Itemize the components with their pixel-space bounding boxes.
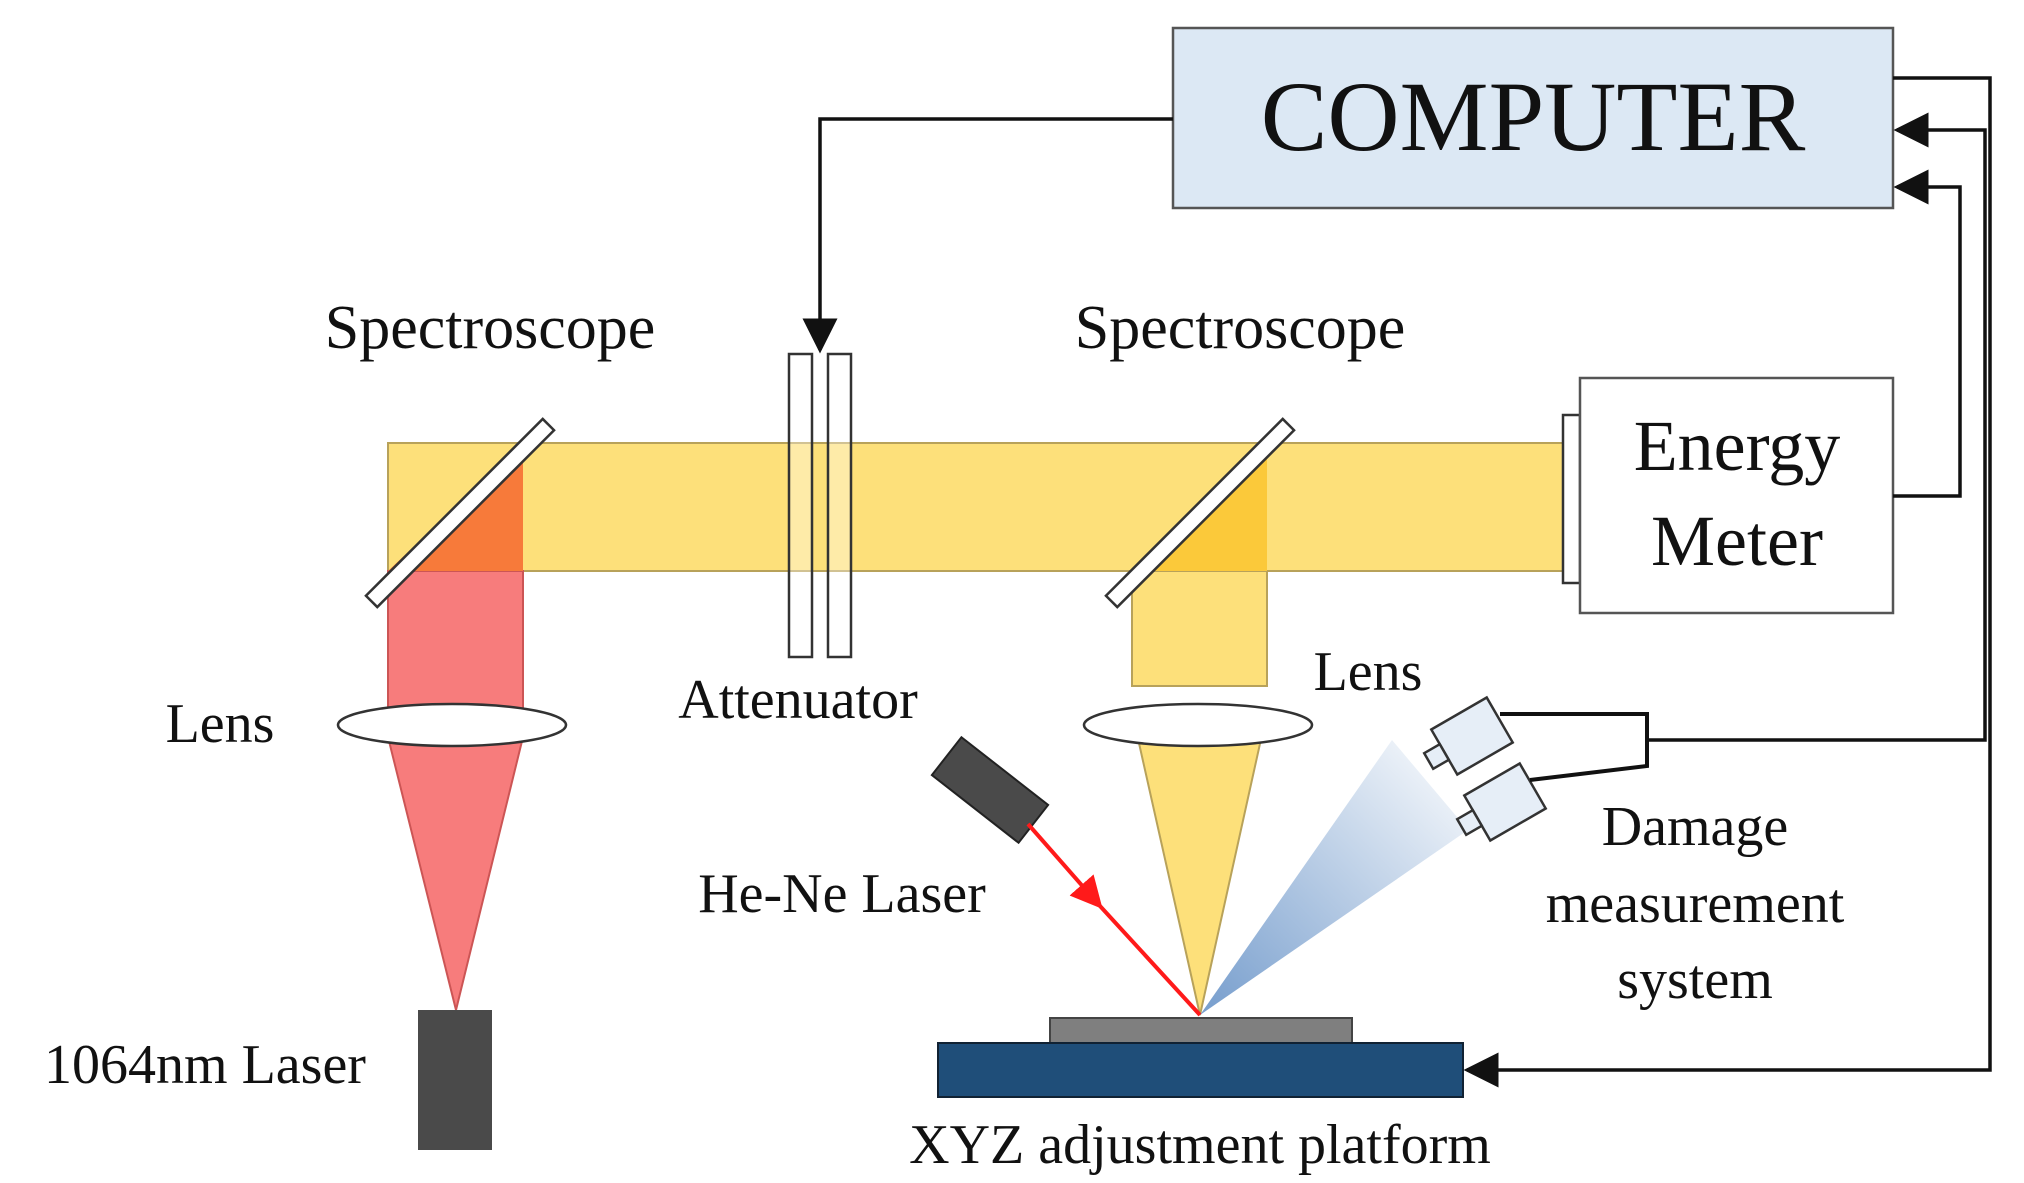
left-focus-cone [386,736,525,1011]
right-vertical-beam [1131,570,1268,687]
laser-1064-source [418,1010,492,1150]
computer-label: COMPUTER [1261,61,1806,172]
he-ne-laser-label: He-Ne Laser [698,863,986,925]
lens-left-label: Lens [166,693,275,755]
energy-meter-box [1578,376,1895,615]
attenuator-plate-2 [826,352,853,659]
attenuator-plate-1 [787,352,814,659]
laser-1064-vertical-beam [387,570,524,712]
camera-lower [1455,761,1548,843]
camera-upper [1422,695,1515,777]
xyz-adjustment-platform [937,1042,1464,1098]
main-horizontal-beam [387,442,1564,572]
attenuator-label: Attenuator [678,669,918,731]
computer-to-platform-link [1463,76,1992,1088]
damage-system-label-line3: system [1617,949,1773,1011]
damage-system-label-line2: measurement [1546,873,1845,935]
camera-field-of-view [1200,740,1468,1015]
damage-system-label-line1: Damage [1602,796,1789,858]
he-ne-beam-to-sample [1098,904,1202,1017]
right-lens [1082,702,1314,748]
energy-meter-to-computer-link [1893,169,1962,498]
energy-meter-label-line2: Meter [1651,501,1823,581]
computer-to-attenuator-link [802,117,1173,354]
sample-plate [1049,1017,1353,1044]
laser-1064-label: 1064nm Laser [44,1034,366,1096]
left-spectroscope-mirror [364,417,556,609]
xyz-platform-label: XYZ adjustment platform [909,1114,1491,1176]
left-lens [336,702,568,748]
spectroscope-left-label: Spectroscope [325,294,656,362]
damage-system-to-computer-link [1647,112,1987,742]
energy-meter-label-line1: Energy [1634,406,1841,486]
he-ne-laser-body [930,735,1050,845]
right-spectroscope-mirror [1104,417,1296,609]
spectroscope-right-label: Spectroscope [1075,294,1406,362]
he-ne-beam [1026,822,1103,910]
energy-meter-sensor [1561,413,1582,585]
lens-right-label: Lens [1314,641,1423,703]
